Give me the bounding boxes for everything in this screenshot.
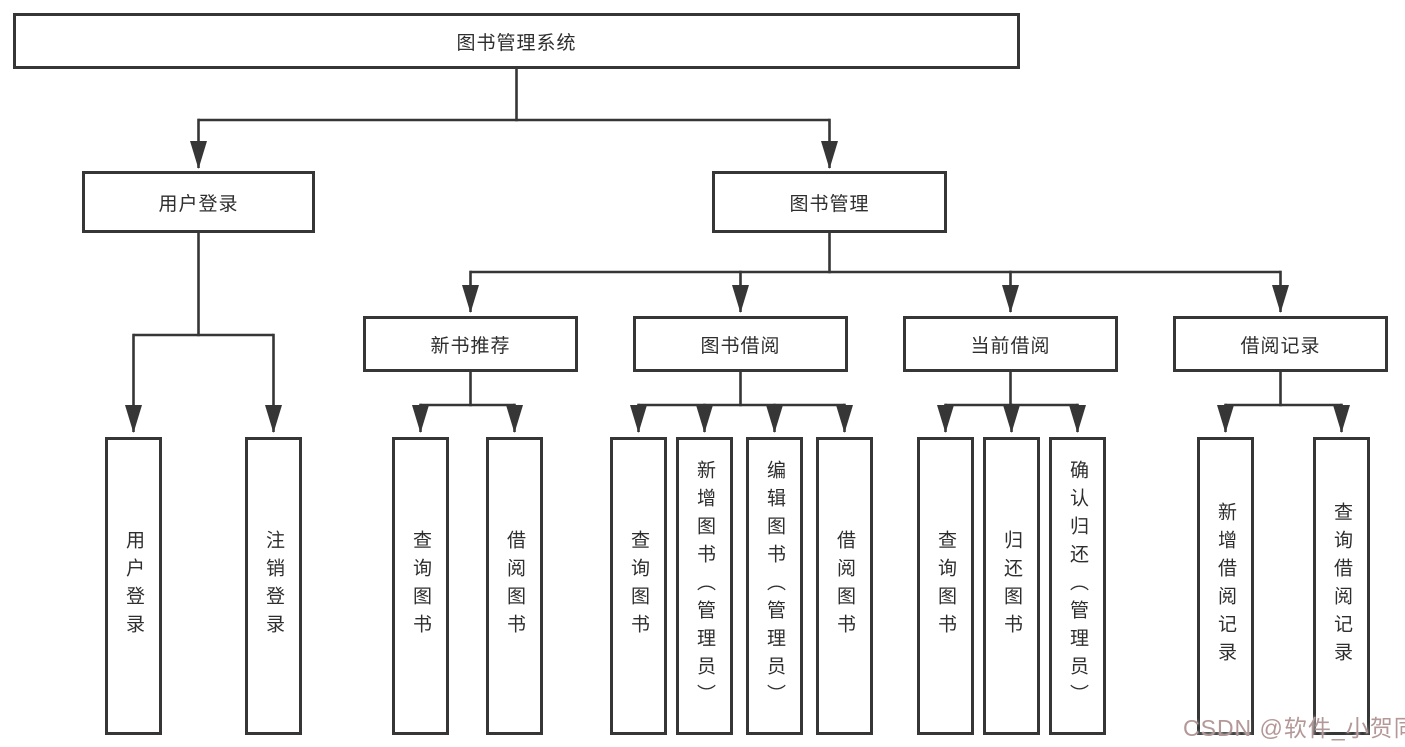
- connector-new-book-recommend: [412, 372, 523, 433]
- node-query-borrow-record: 查询借阅记录: [1313, 437, 1370, 735]
- node-confirm-return-admin: 确认归还（管理员）: [1049, 437, 1106, 735]
- node-user-login: 用户登录: [105, 437, 162, 735]
- node-book-management: 图书管理: [712, 171, 947, 233]
- connector-current-borrow: [937, 372, 1086, 433]
- csdn-watermark: CSDN @软件_小贺同学: [1183, 715, 1405, 741]
- node-query-books-borrow: 查询图书: [610, 437, 667, 735]
- connector-borrow-records: [1217, 372, 1350, 433]
- connector-book-borrow: [630, 372, 853, 433]
- node-borrow-records: 借阅记录: [1173, 316, 1388, 372]
- node-new-book-recommend: 新书推荐: [363, 316, 578, 372]
- node-query-books-recommend: 查询图书: [392, 437, 449, 735]
- node-borrow-books-recommend: 借阅图书: [486, 437, 543, 735]
- node-add-borrow-record: 新增借阅记录: [1197, 437, 1254, 735]
- node-borrow-books: 借阅图书: [816, 437, 873, 735]
- connector-user-login-branch: [125, 233, 282, 433]
- node-user-login-branch: 用户登录: [82, 171, 315, 233]
- node-add-book-admin: 新增图书（管理员）: [676, 437, 733, 735]
- node-return-book: 归还图书: [983, 437, 1040, 735]
- node-book-borrow: 图书借阅: [633, 316, 848, 372]
- connector-book-management-branch: [462, 233, 1289, 313]
- node-query-books-current: 查询图书: [917, 437, 974, 735]
- node-logout: 注销登录: [245, 437, 302, 735]
- node-edit-book-admin: 编辑图书（管理员）: [746, 437, 803, 735]
- node-root: 图书管理系统: [13, 13, 1020, 69]
- connector-root-to-level2: [190, 69, 838, 169]
- node-current-borrow: 当前借阅: [903, 316, 1118, 372]
